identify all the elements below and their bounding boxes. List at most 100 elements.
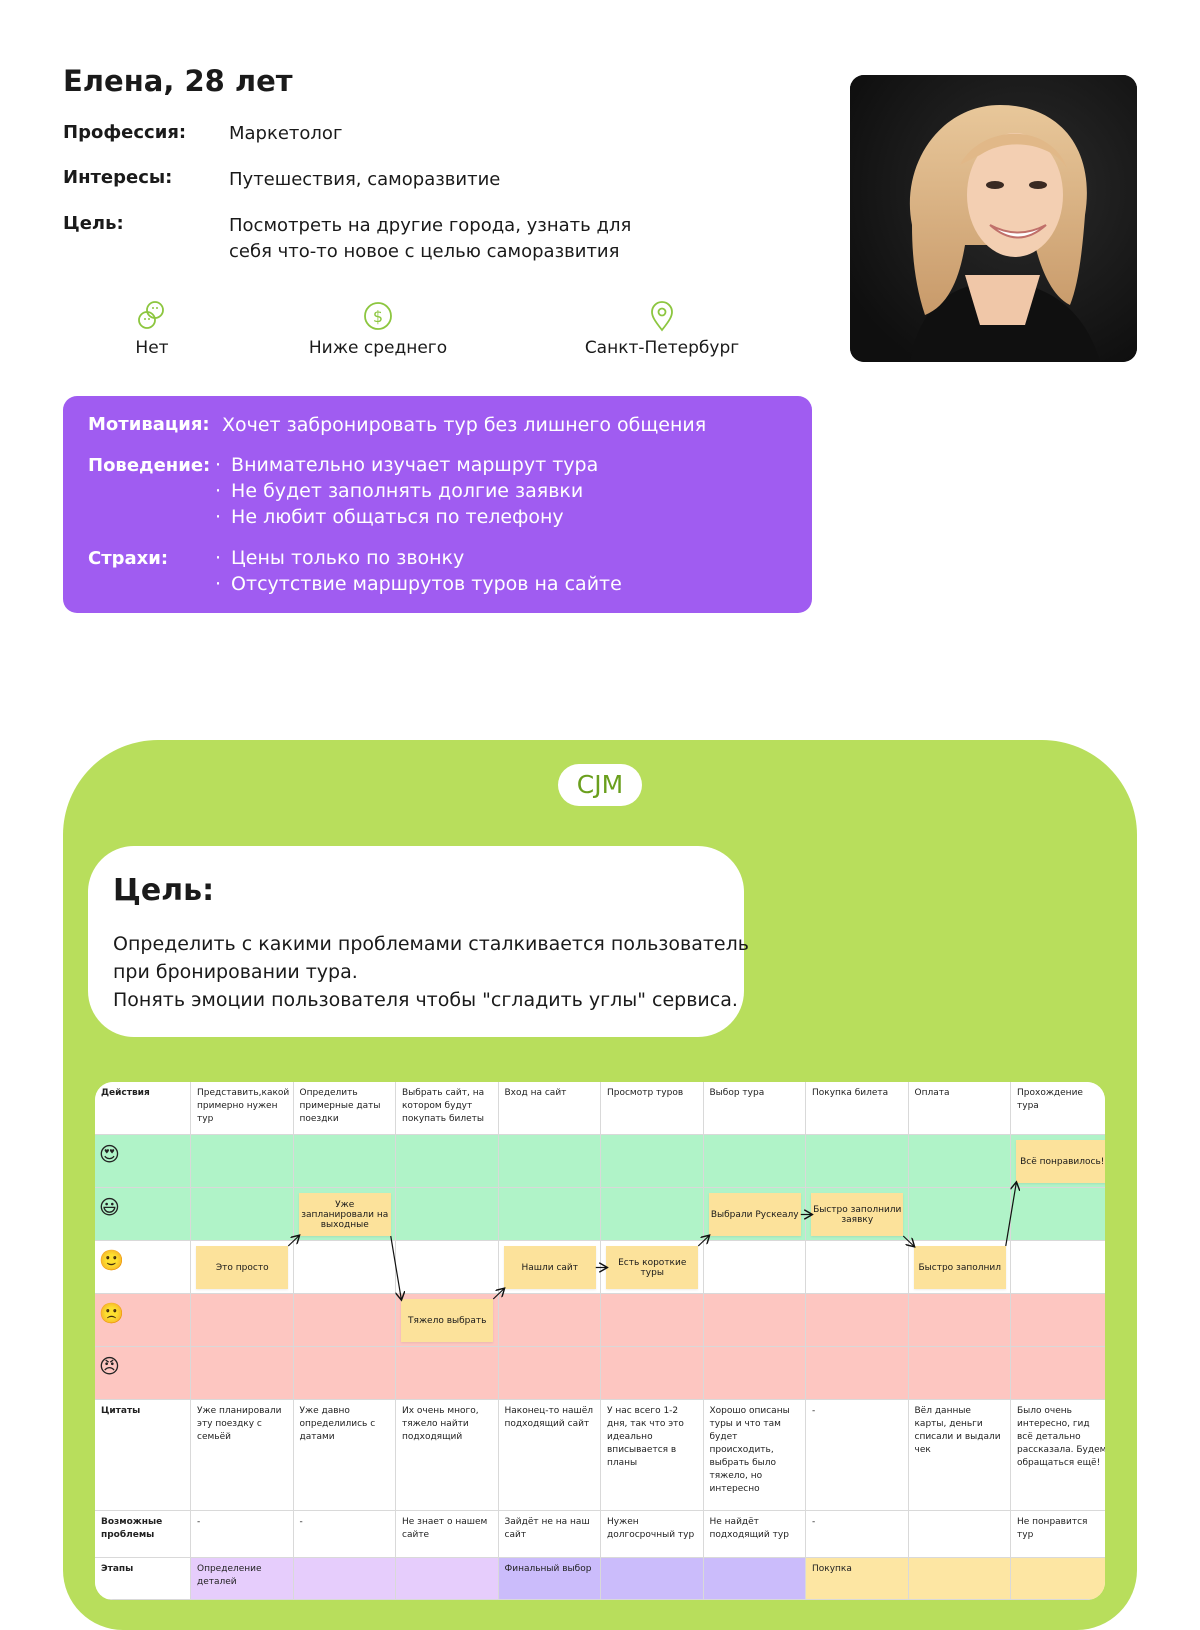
emotion-sticky-note: Быстро заполнил xyxy=(913,1246,1006,1289)
action-header-cell: Покупка билета xyxy=(806,1082,909,1135)
emotion-label-cell: 🙂 xyxy=(95,1241,191,1294)
quote-cell: У нас всего 1-2 дня, так что это идеальн… xyxy=(601,1400,704,1511)
emotion-cell xyxy=(498,1135,601,1188)
problem-cell: Не понравится тур xyxy=(1011,1511,1105,1558)
emotion-cell xyxy=(1011,1241,1105,1294)
emotion-emoji: 😃 xyxy=(99,1195,120,1219)
children-value: Нет xyxy=(135,338,169,358)
problem-cell: - xyxy=(191,1511,294,1558)
action-header-cell: Прохождение тура xyxy=(1011,1082,1105,1135)
emotion-cell xyxy=(293,1347,396,1400)
stage-cell: Покупка xyxy=(806,1558,909,1600)
emotion-sticky-note: Быстро заполнили заявку xyxy=(811,1193,904,1236)
stage-cell xyxy=(1011,1558,1105,1600)
cjm-goal-title: Цель: xyxy=(113,873,215,908)
cjm-goal-line: Понять эмоции пользователя чтобы "сглади… xyxy=(113,989,738,1011)
emotion-cell xyxy=(1011,1347,1105,1400)
emotion-emoji: 🙁 xyxy=(99,1301,124,1325)
action-header-cell: Оплата xyxy=(908,1082,1011,1135)
emotion-cell xyxy=(806,1294,909,1347)
emotion-label-cell: 😃 xyxy=(95,1188,191,1241)
children-stat: Нет xyxy=(42,300,262,358)
emotion-cell xyxy=(498,1347,601,1400)
emotion-cell xyxy=(908,1135,1011,1188)
emotion-cell xyxy=(703,1135,806,1188)
emotion-cell xyxy=(293,1241,396,1294)
cjm-goal-card: Цель: Определить с какими проблемами ста… xyxy=(88,846,749,1037)
stages-label: Этапы xyxy=(95,1558,191,1600)
journey-arrow xyxy=(390,1235,402,1299)
action-header-cell: Выбрать сайт, на котором будут покупать … xyxy=(396,1082,499,1135)
emotion-cell xyxy=(703,1241,806,1294)
emotion-cell xyxy=(703,1294,806,1347)
persona-profile-card: Мотивация: Хочет забронировать тур без л… xyxy=(63,396,812,613)
emotion-cell xyxy=(396,1241,499,1294)
problem-cell: - xyxy=(806,1511,909,1558)
action-header-cell: Вход на сайт xyxy=(498,1082,601,1135)
emotion-sticky-note: Уже запланировали на выходные xyxy=(298,1193,391,1236)
behavior-item: Внимательно изучает маршрут тура xyxy=(231,452,598,478)
action-header-cell: Просмотр туров xyxy=(601,1082,704,1135)
emotion-cell xyxy=(396,1347,499,1400)
svg-text:$: $ xyxy=(373,307,383,326)
emotion-cell xyxy=(396,1135,499,1188)
actions-label: Действия xyxy=(95,1082,191,1135)
emotion-label-cell: 😠 xyxy=(95,1347,191,1400)
goal-value: Посмотреть на другие города, узнать для … xyxy=(229,213,649,265)
dollar-icon: $ xyxy=(364,302,392,330)
cjm-goal-line: Определить с какими проблемами сталкивае… xyxy=(113,933,749,955)
emotion-cell xyxy=(806,1347,909,1400)
emotion-cell xyxy=(293,1294,396,1347)
cjm-goal-text: Определить с какими проблемами сталкивае… xyxy=(113,930,749,1014)
profession-label: Профессия: xyxy=(63,122,187,143)
problems-label: Возможные проблемы xyxy=(95,1511,191,1558)
income-value: Ниже среднего xyxy=(308,338,448,358)
cjm-goal-line: при бронировании тура. xyxy=(113,961,358,983)
emotion-cell xyxy=(191,1135,294,1188)
interests-label: Интересы: xyxy=(63,167,173,188)
cjm-badge: CJM xyxy=(558,764,642,806)
emotion-sticky-note: Выбрали Рускеалу xyxy=(708,1193,801,1236)
emotion-cell xyxy=(191,1347,294,1400)
quote-cell: Было очень интересно, гид всё детально р… xyxy=(1011,1400,1105,1511)
emotion-sticky-note: Есть короткие туры xyxy=(606,1246,699,1289)
emotion-cell xyxy=(191,1188,294,1241)
emotion-cell xyxy=(191,1294,294,1347)
behavior-item: Не будет заполнять долгие заявки xyxy=(231,478,598,504)
problem-cell: - xyxy=(293,1511,396,1558)
emotion-cell xyxy=(601,1135,704,1188)
stage-cell xyxy=(601,1558,704,1600)
behavior-label: Поведение: xyxy=(88,455,211,476)
fears-list: Цены только по звонку Отсутствие маршрут… xyxy=(231,545,622,597)
motivation-value: Хочет забронировать тур без лишнего обще… xyxy=(222,414,707,436)
emotion-cell xyxy=(806,1241,909,1294)
problem-cell: Нужен долгосрочный тур xyxy=(601,1511,704,1558)
goal-line: Посмотреть на другие города, узнать для xyxy=(229,215,632,236)
journey-arrows xyxy=(287,1082,1105,1600)
emotion-cell xyxy=(396,1188,499,1241)
emotion-cell xyxy=(601,1188,704,1241)
emotion-cell xyxy=(908,1347,1011,1400)
quote-cell: - xyxy=(806,1400,909,1511)
emotion-sticky-note: Всё понравилось! xyxy=(1016,1140,1105,1183)
emotion-label-cell: 🙁 xyxy=(95,1294,191,1347)
quotes-label: Цитаты xyxy=(95,1400,191,1511)
city-stat: Санкт-Петербург xyxy=(552,300,772,358)
behavior-list: Внимательно изучает маршрут тура Не буде… xyxy=(231,452,598,530)
journey-arrow xyxy=(1005,1183,1017,1247)
emotion-cell xyxy=(1011,1294,1105,1347)
stage-cell xyxy=(908,1558,1011,1600)
emotion-cell xyxy=(908,1294,1011,1347)
city-value: Санкт-Петербург xyxy=(584,338,740,358)
journey-arrow xyxy=(492,1289,504,1300)
problem-cell: Не знает о нашем сайте xyxy=(396,1511,499,1558)
goal-line: себя что-то новое с целью саморазвития xyxy=(229,241,620,262)
income-stat: $ Ниже среднего xyxy=(268,300,488,358)
quote-cell: Уже давно определились с датами xyxy=(293,1400,396,1511)
action-header-cell: Выбор тура xyxy=(703,1082,806,1135)
emotion-cell xyxy=(703,1347,806,1400)
fears-item: Отсутствие маршрутов туров на сайте xyxy=(231,571,622,597)
emotion-emoji: 😠 xyxy=(99,1354,120,1378)
quote-cell: Вёл данные карты, деньги списали и выдал… xyxy=(908,1400,1011,1511)
